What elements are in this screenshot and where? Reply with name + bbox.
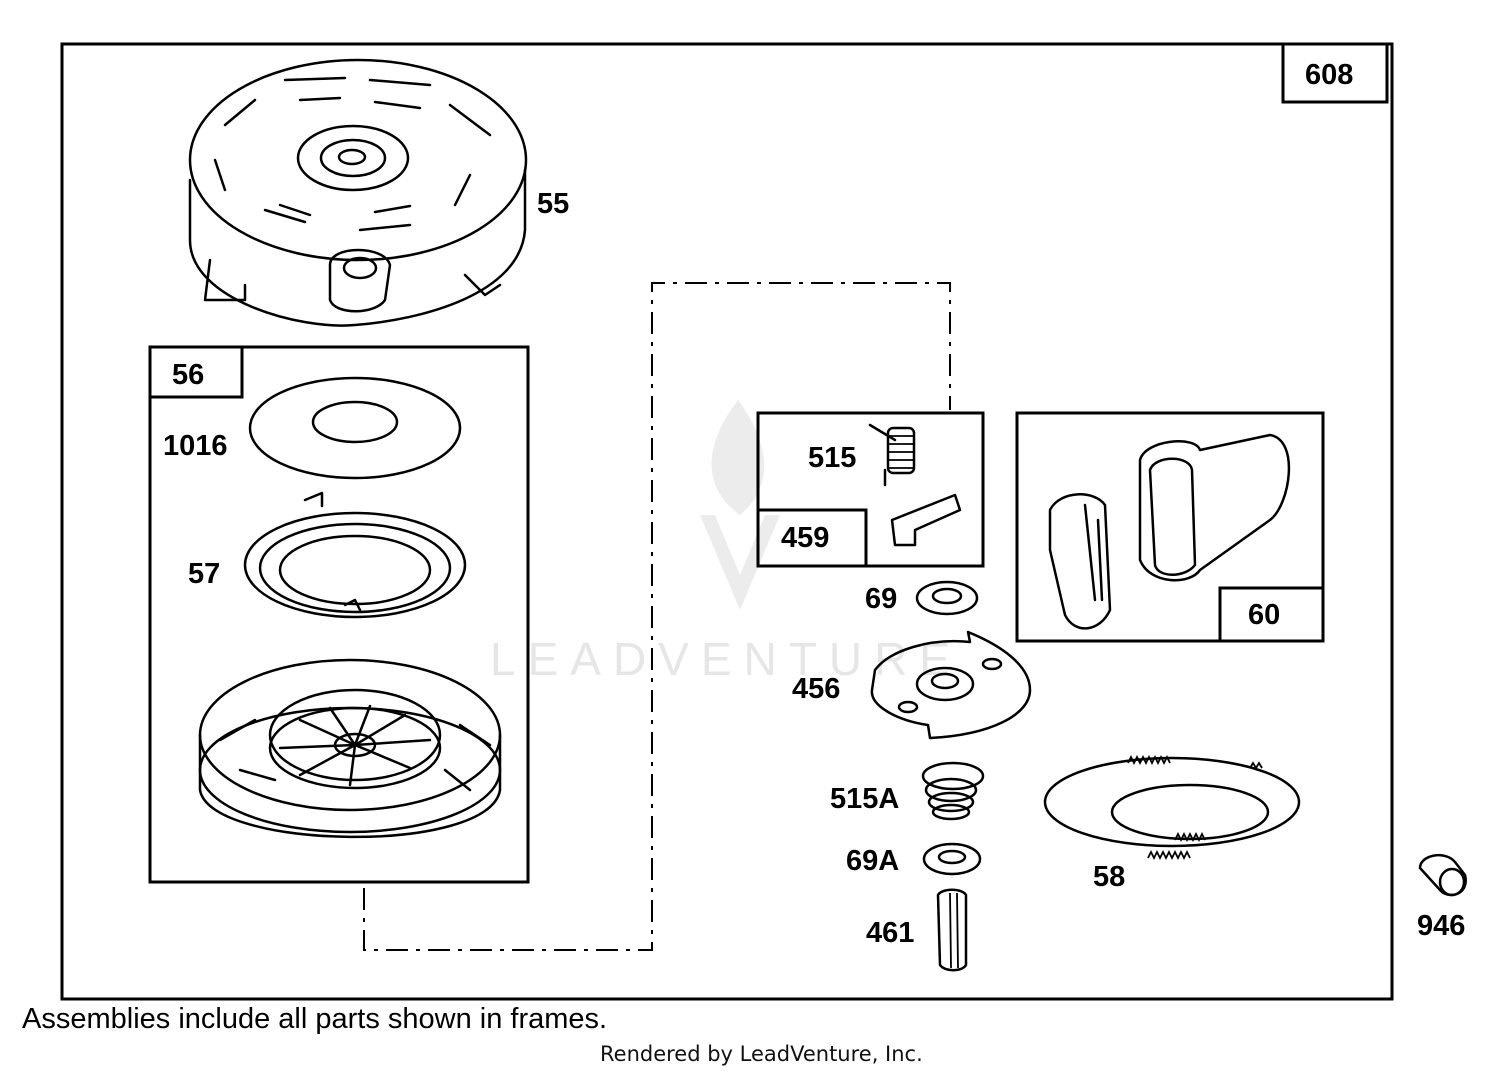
watermark: LEADVENTURE [490,400,962,685]
washer-69[interactable] [915,580,979,616]
retainer-456[interactable] [870,630,1032,740]
callout-515: 515 [808,442,856,474]
frame-60 [1015,411,1325,643]
pawl-spring-515[interactable] [868,423,916,487]
frame-608-tag [1281,42,1389,104]
callout-461: 461 [866,917,914,949]
watermark-text: LEADVENTURE [490,633,962,685]
assembly-note: Assemblies include all parts shown in fr… [22,1003,608,1035]
frame-56 [148,345,530,884]
rewind-spring-57[interactable] [243,491,467,619]
washer-1016[interactable] [248,376,462,480]
blower-housing-55[interactable] [188,58,528,327]
pawl-459[interactable] [890,493,962,547]
callout-57: 57 [188,558,220,590]
starter-handle-60[interactable] [1048,433,1291,630]
frame-56-label: 56 [172,359,204,391]
callout-58: 58 [1093,861,1125,893]
insert-946[interactable] [1418,853,1467,897]
frame-60-label: 60 [1248,599,1280,631]
assembly-connector-line [363,282,951,951]
frame-56-tag [148,345,244,399]
callout-515A: 515A [830,783,899,815]
watermark-logo-icon [700,400,780,610]
callout-1016: 1016 [163,430,228,462]
callout-55: 55 [537,188,569,220]
frame-459-label: 459 [781,522,829,554]
callout-946: 946 [1417,910,1465,942]
frame-459-tag [756,508,868,568]
starter-pulley[interactable] [198,658,502,839]
starter-rope-58[interactable] [1043,754,1301,861]
frame-608-label: 608 [1305,59,1353,91]
spring-515A[interactable] [921,761,985,821]
callout-456: 456 [792,673,840,705]
render-credit: Rendered by LeadVenture, Inc. [600,1042,923,1066]
callout-69A: 69A [846,845,899,877]
pin-461[interactable] [936,888,968,972]
frame-459 [756,411,985,568]
frame-608 [60,42,1394,1001]
frame-60-tag [1218,586,1325,643]
callout-69: 69 [865,583,897,615]
washer-69A[interactable] [922,842,982,876]
